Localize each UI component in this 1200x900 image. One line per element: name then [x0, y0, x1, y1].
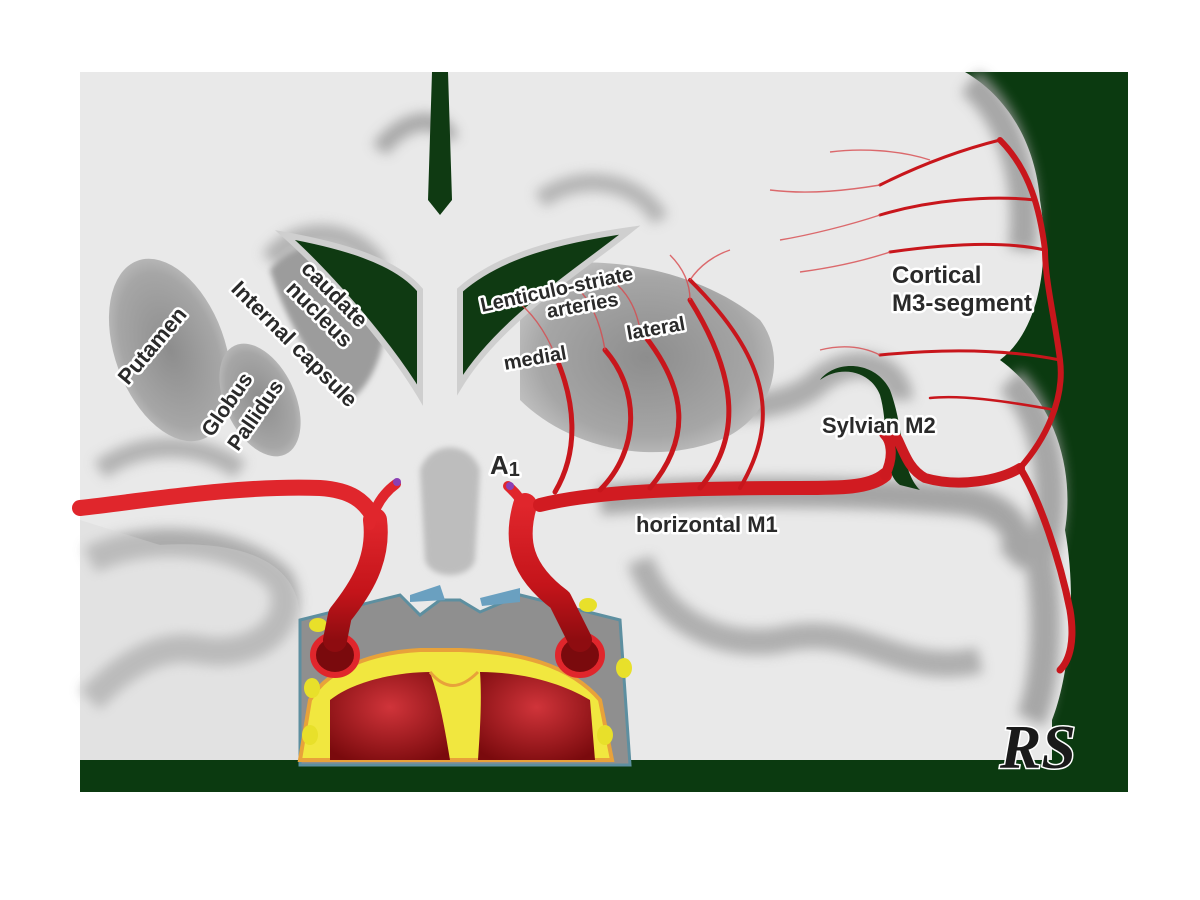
label-a1-subscript: 1 — [509, 459, 520, 481]
a1-marker-right — [506, 482, 514, 490]
putamen-shape — [108, 258, 232, 442]
third-ventricle-structure — [420, 447, 480, 575]
arteries — [72, 137, 1076, 674]
temporal-lobe-left — [80, 520, 300, 760]
a1-marker-left — [393, 478, 401, 486]
globus-pallidus-shape — [219, 343, 301, 457]
label-a1: A1 — [490, 450, 520, 481]
label-a1-letter: A — [490, 450, 509, 480]
label-horizontal-m1: horizontal M1 — [636, 512, 778, 537]
interhemispheric-fissure — [428, 72, 452, 215]
label-m3-segment: M3-segment — [892, 290, 1032, 317]
label-cortical: Cortical — [892, 262, 981, 289]
skull-base — [297, 593, 632, 767]
label-sylvian-m2: Sylvian M2 — [822, 413, 936, 438]
left-ventricle — [275, 230, 423, 406]
signature-logo: RS — [999, 714, 1076, 782]
lenticular-right-shape — [520, 262, 775, 453]
right-ventricle — [457, 225, 641, 396]
fine-branches — [514, 149, 931, 356]
